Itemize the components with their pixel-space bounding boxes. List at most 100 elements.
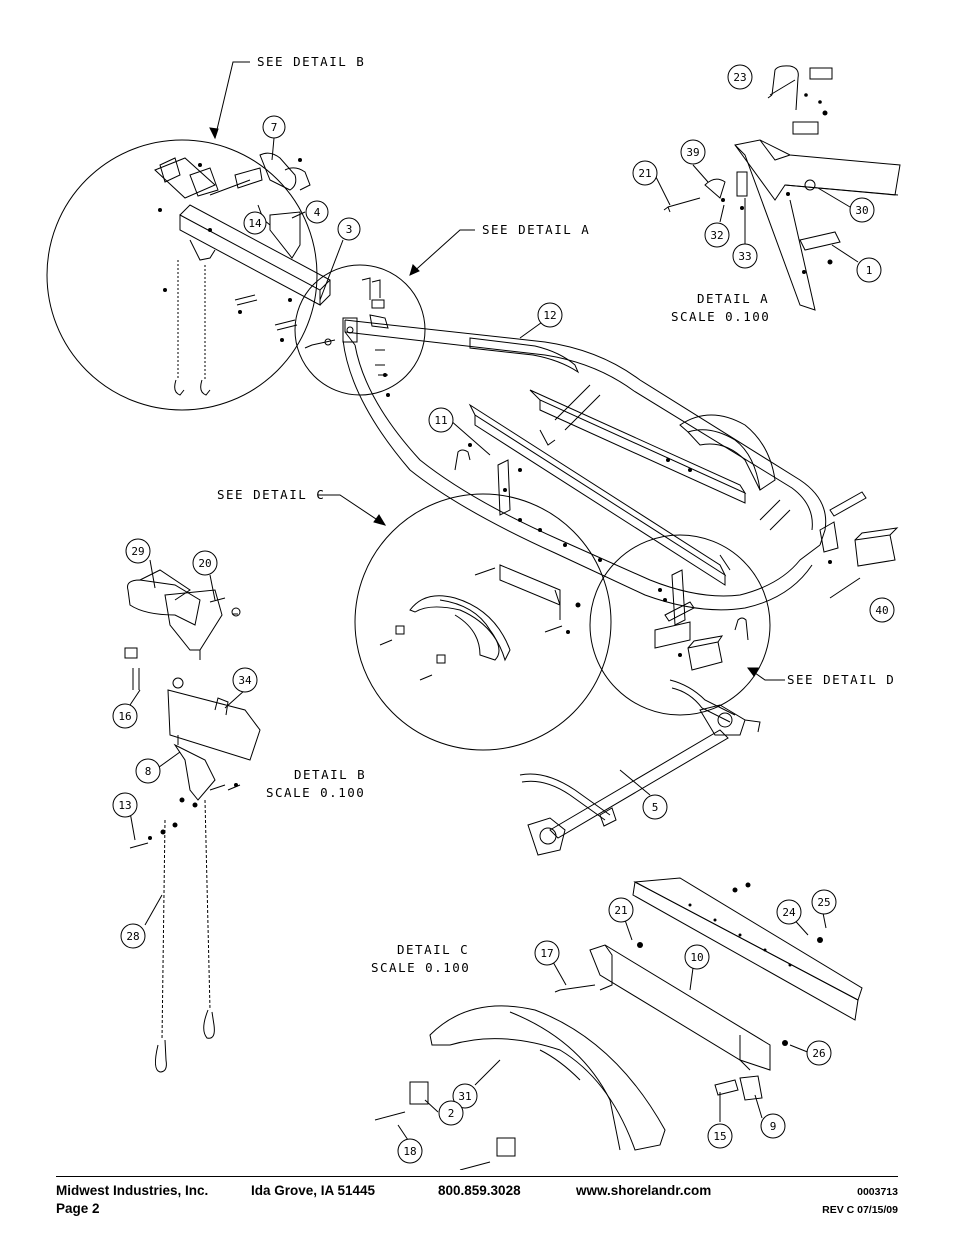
svg-text:32: 32 (710, 229, 723, 242)
svg-text:14: 14 (248, 217, 262, 230)
exploded-parts-diagram: 7 4 14 3 12 11 23 39 21 32 33 30 1 40 5 … (46, 54, 901, 1170)
winch-stand-assembly (154, 152, 331, 396)
callout-11: 11 (428, 407, 454, 433)
svg-text:25: 25 (817, 896, 830, 909)
bow-roller-clip (792, 121, 819, 135)
chain-bracket (173, 743, 216, 801)
company-website[interactable]: www.shorelandr.com (576, 1183, 712, 1198)
callout-32: 32 (704, 222, 730, 248)
callout-13: 13 (112, 792, 138, 818)
callout-34: 34 (232, 667, 258, 693)
fender-bracket-detail (374, 877, 863, 1170)
svg-text:8: 8 (145, 765, 152, 778)
svg-text:29: 29 (131, 545, 144, 558)
svg-text:21: 21 (614, 904, 627, 917)
detail-a-title: DETAIL A (697, 291, 769, 306)
callout-28: 28 (120, 923, 146, 949)
detail-b-scale: SCALE 0.100 (266, 785, 365, 800)
callout-21-c: 21 (608, 897, 634, 923)
callout-12: 12 (537, 302, 563, 328)
svg-text:28: 28 (126, 930, 139, 943)
callout-9: 9 (760, 1113, 786, 1139)
revision-date: REV C 07/15/09 (822, 1204, 898, 1216)
bow-stop-clip (809, 67, 833, 80)
svg-text:2: 2 (448, 1107, 455, 1120)
fender-31 (429, 1005, 666, 1151)
callout-3: 3 (337, 217, 361, 241)
step-pad-left (664, 601, 695, 622)
detail-d-circle (589, 534, 771, 716)
page-number: Page 2 (56, 1201, 100, 1216)
callout-16: 16 (112, 703, 138, 729)
fender-mount-assembly-small (379, 564, 581, 681)
company-phone: 800.859.3028 (438, 1183, 521, 1198)
callout-4: 4 (305, 200, 329, 224)
callout-24: 24 (776, 899, 802, 925)
callout-5: 5 (642, 794, 668, 820)
svg-text:23: 23 (733, 71, 746, 84)
callout-2: 2 (438, 1100, 464, 1126)
bow-stop-post (734, 139, 901, 201)
see-detail-a-label: SEE DETAIL A (482, 222, 590, 237)
detail-b-circle (46, 139, 318, 411)
detail-a-scale: SCALE 0.100 (671, 309, 770, 324)
winch-strap-bracket (269, 211, 301, 259)
svg-text:34: 34 (238, 674, 252, 687)
svg-text:26: 26 (812, 1047, 825, 1060)
svg-text:15: 15 (713, 1130, 726, 1143)
bunk-board-right (529, 389, 747, 495)
svg-text:24: 24 (782, 906, 796, 919)
svg-text:9: 9 (770, 1120, 777, 1133)
callout-18: 18 (397, 1138, 423, 1164)
detail-c-scale: SCALE 0.100 (371, 960, 470, 975)
see-detail-b-label: SEE DETAIL B (257, 54, 365, 69)
svg-text:31: 31 (458, 1090, 471, 1103)
callout-26: 26 (806, 1040, 832, 1066)
company-name: Midwest Industries, Inc. (56, 1183, 209, 1198)
callout-23: 23 (727, 64, 753, 90)
fender-bracket-10 (589, 944, 771, 1071)
svg-text:10: 10 (690, 951, 703, 964)
svg-text:3: 3 (346, 223, 353, 236)
svg-text:7: 7 (271, 121, 278, 134)
detail-a-circle (294, 264, 426, 396)
callout-21-a: 21 (632, 160, 658, 186)
company-city: Ida Grove, IA 51445 (251, 1183, 376, 1198)
svg-text:21: 21 (638, 167, 651, 180)
callout-31: 31 (452, 1083, 478, 1109)
callout-33: 33 (732, 243, 758, 269)
bow-stop-assembly (304, 65, 901, 376)
svg-text:11: 11 (434, 414, 447, 427)
svg-text:5: 5 (652, 801, 659, 814)
callout-39: 39 (680, 139, 706, 165)
callout-29: 29 (125, 538, 151, 564)
callout-40: 40 (869, 597, 895, 623)
svg-text:39: 39 (686, 146, 699, 159)
step-pad-right (829, 491, 867, 517)
svg-text:40: 40 (875, 604, 888, 617)
axle-assembly (519, 679, 761, 856)
document-number: 0003713 (857, 1186, 898, 1198)
page-footer: Midwest Industries, Inc. Page 2 Ida Grov… (56, 1176, 898, 1227)
detail-c-title: DETAIL C (397, 942, 469, 957)
coupler-plate (167, 689, 261, 761)
callout-25: 25 (811, 889, 837, 915)
callout-15: 15 (707, 1123, 733, 1149)
detail-c-circle (354, 493, 612, 751)
callout-10: 10 (684, 944, 710, 970)
tail-light-block (854, 534, 896, 567)
callouts: 7 4 14 3 12 11 23 39 21 32 33 30 1 40 5 … (112, 64, 895, 1164)
see-detail-d-label: SEE DETAIL D (787, 672, 895, 687)
svg-text:18: 18 (403, 1145, 416, 1158)
callout-7: 7 (262, 115, 286, 139)
svg-text:1: 1 (866, 264, 873, 277)
svg-text:12: 12 (543, 309, 556, 322)
callout-17: 17 (534, 940, 560, 966)
detail-b-title: DETAIL B (294, 767, 366, 782)
svg-text:4: 4 (314, 206, 321, 219)
svg-text:20: 20 (198, 557, 211, 570)
callout-20: 20 (192, 550, 218, 576)
leader-lines (129, 61, 861, 1141)
svg-text:30: 30 (855, 204, 868, 217)
svg-text:13: 13 (118, 799, 131, 812)
